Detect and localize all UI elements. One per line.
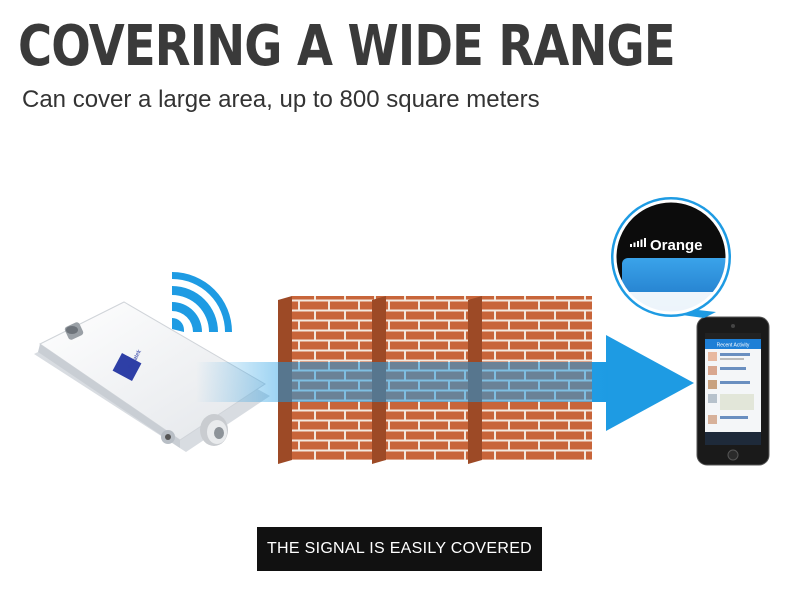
caption-banner: THE SIGNAL IS EASILY COVERED xyxy=(257,527,542,571)
signal-beam xyxy=(278,362,608,402)
smartphone-icon: Recent Activity xyxy=(696,316,770,466)
page-subtitle: Can cover a large area, up to 800 square… xyxy=(22,86,540,113)
wifi-signal-icon xyxy=(172,272,232,332)
page-title: COVERING A WIDE RANGE xyxy=(18,14,676,79)
magnifier-icon: Orange xyxy=(611,197,731,318)
n-connector xyxy=(200,414,228,446)
signal-bars-icon xyxy=(630,238,646,247)
signal-booster-icon: lintratek xyxy=(34,301,270,452)
app-header: Recent Activity xyxy=(717,343,750,349)
carrier-name: Orange xyxy=(650,237,703,254)
caption-text: THE SIGNAL IS EASILY COVERED xyxy=(266,540,533,557)
